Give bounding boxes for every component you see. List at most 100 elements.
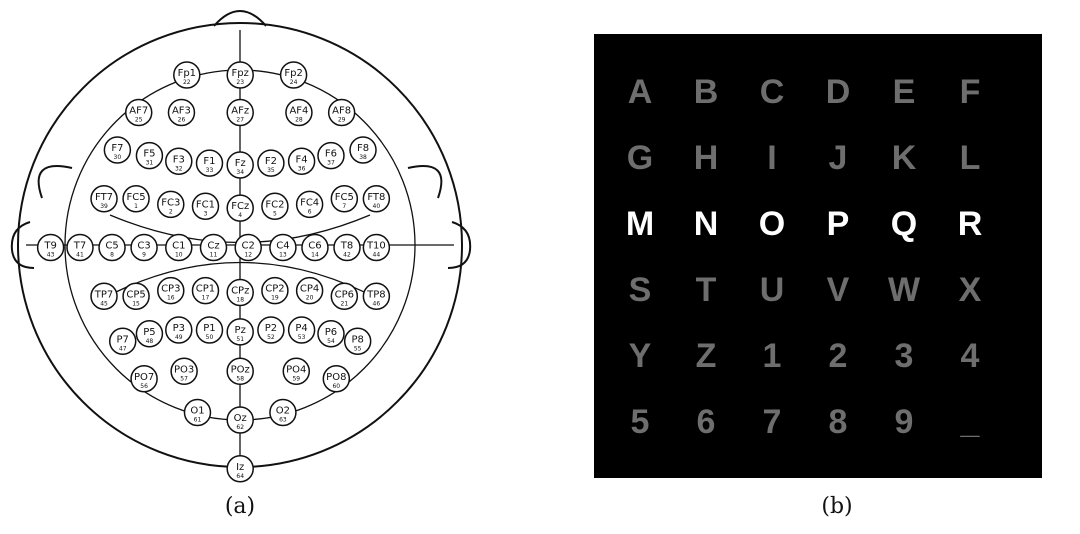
electrode-number: 59: [292, 375, 300, 382]
electrode-number: 13: [279, 252, 287, 259]
electrode-number: 53: [298, 334, 306, 341]
electrode-label: FCz: [231, 201, 249, 212]
electrode-number: 14: [311, 252, 319, 259]
electrode-label: O2: [276, 406, 290, 417]
electrode-label: CPz: [231, 286, 249, 297]
electrode-number: 26: [178, 117, 186, 124]
electrode-label: Cz: [207, 241, 219, 252]
electrode-number: 1: [134, 203, 138, 210]
electrode-label: AFz: [231, 106, 249, 117]
eeg-electrode-montage: Fp122Fpz23Fp224AF725AF326AFz27AF428AF829…: [0, 0, 480, 490]
electrode-number: 5: [273, 210, 277, 217]
electrode-fc4-6: FC46: [297, 191, 323, 217]
right-ear-cup: [408, 166, 441, 198]
electrode-number: 7: [342, 203, 346, 210]
electrode-label: AF7: [129, 106, 148, 117]
electrode-label: CP2: [265, 284, 284, 295]
electrode-number: 22: [183, 79, 191, 86]
electrode-label: AF3: [172, 106, 191, 117]
electrode-number: 20: [306, 295, 314, 302]
electrode-label: T9: [43, 241, 56, 252]
electrode-oz-62: Oz62: [227, 407, 253, 433]
electrode-label: FC5: [127, 192, 146, 203]
electrode-number: 36: [298, 165, 306, 172]
electrode-number: 31: [146, 160, 154, 167]
electrode-number: 49: [175, 334, 183, 341]
electrode-p2-52: P252: [258, 317, 284, 343]
electrode-label: PO7: [134, 372, 154, 383]
electrode-label: FC4: [300, 197, 319, 208]
electrode-fz-34: Fz34: [227, 152, 253, 178]
caption-b: (b): [797, 494, 877, 519]
electrode-number: 19: [271, 295, 279, 302]
speller-cell-6: 6: [672, 392, 740, 452]
electrode-label: PO3: [174, 364, 194, 375]
speller-cell-5: 5: [606, 392, 674, 452]
electrode-po8-60: PO860: [323, 366, 349, 392]
electrode-number: 32: [175, 165, 183, 172]
electrode-number: 12: [244, 252, 252, 259]
speller-cell-f: F: [936, 62, 1004, 122]
electrode-label: F1: [203, 156, 215, 167]
electrode-label: P6: [325, 327, 337, 338]
electrode-fp1-22: Fp122: [174, 62, 200, 88]
electrode-label: C2: [242, 241, 255, 252]
electrode-number: 47: [119, 345, 127, 352]
speller-cell-y: Y: [606, 326, 674, 386]
electrode-label: FT7: [95, 192, 113, 203]
electrode-p8-55: P855: [345, 328, 371, 354]
electrode-label: TP7: [94, 289, 114, 300]
speller-cell-g: G: [606, 128, 674, 188]
speller-cell-d: D: [804, 62, 872, 122]
electrode-label: P7: [117, 334, 129, 345]
speller-cell-8: 8: [804, 392, 872, 452]
electrode-label: P3: [173, 323, 185, 334]
electrode-po4-59: PO459: [283, 358, 309, 384]
speller-cell-h: H: [672, 128, 740, 188]
electrode-number: 41: [76, 252, 84, 259]
electrode-o1-61: O161: [184, 400, 210, 426]
electrode-af3-26: AF326: [168, 100, 194, 126]
electrode-tp7-45: TP745: [91, 283, 117, 309]
speller-cell-c: C: [738, 62, 806, 122]
electrode-number: 28: [295, 117, 303, 124]
electrode-label: CP6: [335, 289, 354, 300]
electrode-layer: Fp122Fpz23Fp224AF725AF326AFz27AF428AF829…: [38, 62, 390, 482]
left-ear-cup: [39, 166, 72, 198]
speller-cell-u: U: [738, 260, 806, 320]
speller-cell-t: T: [672, 260, 740, 320]
electrode-label: F2: [265, 156, 277, 167]
electrode-label: PO8: [326, 372, 346, 383]
speller-cell-4: 4: [936, 326, 1004, 386]
speller-cell-b: B: [672, 62, 740, 122]
speller-cell-j: J: [804, 128, 872, 188]
electrode-label: AF4: [289, 106, 308, 117]
electrode-number: 40: [373, 203, 381, 210]
speller-cell-w: W: [870, 260, 938, 320]
electrode-number: 11: [210, 252, 218, 259]
electrode-iz-64: Iz64: [227, 456, 253, 482]
electrode-fc3-2: FC32: [158, 191, 184, 217]
electrode-number: 15: [132, 300, 140, 307]
electrode-cp4-20: CP420: [297, 278, 323, 304]
electrode-number: 34: [236, 169, 244, 176]
electrode-label: P1: [203, 323, 215, 334]
electrode-label: P2: [265, 323, 277, 334]
electrode-label: P4: [295, 323, 307, 334]
electrode-number: 24: [290, 79, 298, 86]
electrode-label: T8: [340, 241, 353, 252]
electrode-number: 33: [206, 167, 214, 174]
electrode-number: 25: [135, 117, 143, 124]
electrode-label: T10: [366, 241, 386, 252]
